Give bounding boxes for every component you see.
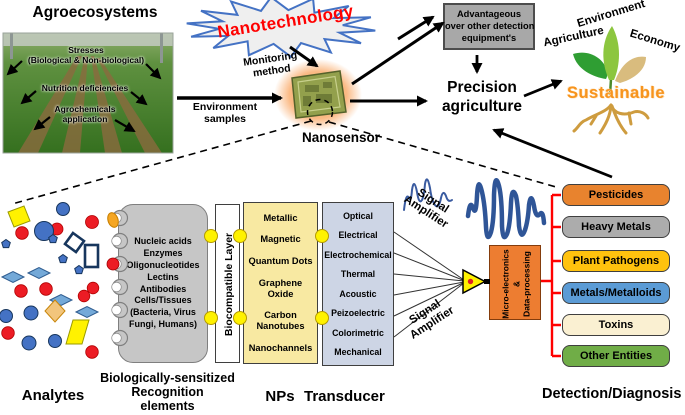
roots-icon [572,103,650,135]
detection-box-plant-pathogens: Plant Pathogens [562,250,670,272]
advantage-line: equipment's [461,33,517,44]
detection-box-label: Metals/Metalloids [570,287,662,299]
sustainable-agriculture-label: Agriculture [542,24,605,50]
transducer-box: Optical Electrical Electrochemical Therm… [322,202,394,366]
recognition-item: Enzymes [143,247,183,258]
nps-item: Graphene Oxide [258,277,303,299]
sustainable-economy-label: Economy [628,27,682,55]
signal-waveform-large [465,177,547,240]
transducer-item: Thermal [340,269,376,280]
detection-box-pesticides: Pesticides [562,184,670,206]
micro-line: & [510,280,521,287]
transducer-item: Colorimetric [332,327,384,338]
signal-amplifier-upper-label: Signal Amplifier [401,186,451,231]
recognition-label-line: Biologically-sensitized [100,371,235,385]
transducer-item: Electrochemical [324,249,392,260]
detection-diagnosis-label: Detection/Diagnosis [542,386,682,402]
detection-box-metals-metalloids: Metals/Metalloids [562,282,670,304]
recognition-item: Fungi, Humans) [129,319,197,330]
detection-box-label: Plant Pathogens [572,255,660,267]
transducer-item: Mechanical [334,347,382,358]
analyte-shapes [0,202,100,359]
detection-box-label: Other Entities [579,350,653,362]
nanotechnology-title: Nanotechnology [216,1,355,42]
nanosensor-label: Nanosensor [302,130,381,145]
detection-red-connectors [541,193,561,358]
photo-label-agrochemicals: Agrochemicals application [40,104,130,124]
recognition-item: Nucleic acids [134,235,192,246]
micro-line: Micro-electronics [500,248,511,319]
nps-item: Magnetic [260,234,301,245]
agrochem-line: Agrochemicals [54,104,116,114]
recognition-elements-box: Nucleic acids Enzymes Oligonucleotides L… [118,204,208,363]
photo-label-stresses: Stresses (Biological & Non-biological) [8,45,164,65]
recognition-item: Lectins [147,271,179,282]
recognition-item: Oligonucleotides [126,259,200,270]
biocompatible-layer-box: Biocompatible Layer [215,204,240,363]
photo-label-nutrition: Nutrition deficiencies [41,83,129,93]
precision-agriculture-label: Precision agriculture [441,79,523,115]
recognition-item: Cells/Tissues [134,295,192,306]
recognition-item: (Bacteria, Virus [130,307,196,318]
nps-item: Metallic [263,212,298,223]
stresses-line: (Biological & Non-biological) [27,55,145,66]
detection-box-label: Pesticides [588,189,644,201]
transducer-item: Electrical [338,230,378,241]
magnifier-dashed-rays [11,120,557,205]
nps-item: Carbon Nanotubes [256,310,305,331]
amplifier-triangle-icon [462,268,490,295]
advantage-box: Advantageous over other detection equipm… [443,3,535,50]
recognition-item: Antibodies [139,283,187,294]
agrochem-line: application [62,114,108,125]
detection-box-label: Heavy Metals [581,221,651,233]
transducer-label: Transducer [304,388,385,405]
detection-box-other-entities: Other Entities [562,345,670,367]
detection-box-heavy-metals: Heavy Metals [562,216,670,238]
environment-samples-label: Environment samples [192,101,258,126]
stresses-line: Stresses [68,45,104,55]
advantage-line: over other detection [445,21,535,32]
sustainable-label: Sustainable [566,84,666,102]
sustainable-environment-label: Environment [575,0,647,31]
transducer-item: Acoustic [339,288,377,299]
magnifier-circle [306,98,334,126]
transducer-item: Optical [343,210,373,221]
nps-label: NPs [265,388,295,405]
analytes-label: Analytes [21,387,85,404]
micro-electronics-box: Micro-electronics & Data-processing [489,245,541,320]
transducer-item: Peizoelectric [331,308,385,319]
recognition-label-line: elements [140,399,195,413]
micro-electronics-label: Micro-electronics & Data-processing [490,246,542,321]
detection-box-label: Toxins [598,319,634,331]
signal-amplifier-lower-label: Signal Amplifier [407,297,457,342]
advantage-line: Advantageous [456,9,522,19]
agroecosystems-title: Agroecosystems [32,4,158,21]
nps-item: Nanochannels [248,342,313,353]
monitoring-method-label: Monitoring method [242,49,298,80]
recognition-elements-label: Biologically-sensitized Recognition elem… [95,371,240,413]
detection-box-toxins: Toxins [562,314,670,336]
nps-item: Quantum Dots [248,256,313,267]
biocompatible-layer-label: Biocompatible Layer [222,232,235,337]
recognition-label-line: Recognition [131,385,204,399]
micro-line: Data-processing [521,250,532,317]
nps-box: Metallic Magnetic Quantum Dots Graphene … [243,202,318,364]
